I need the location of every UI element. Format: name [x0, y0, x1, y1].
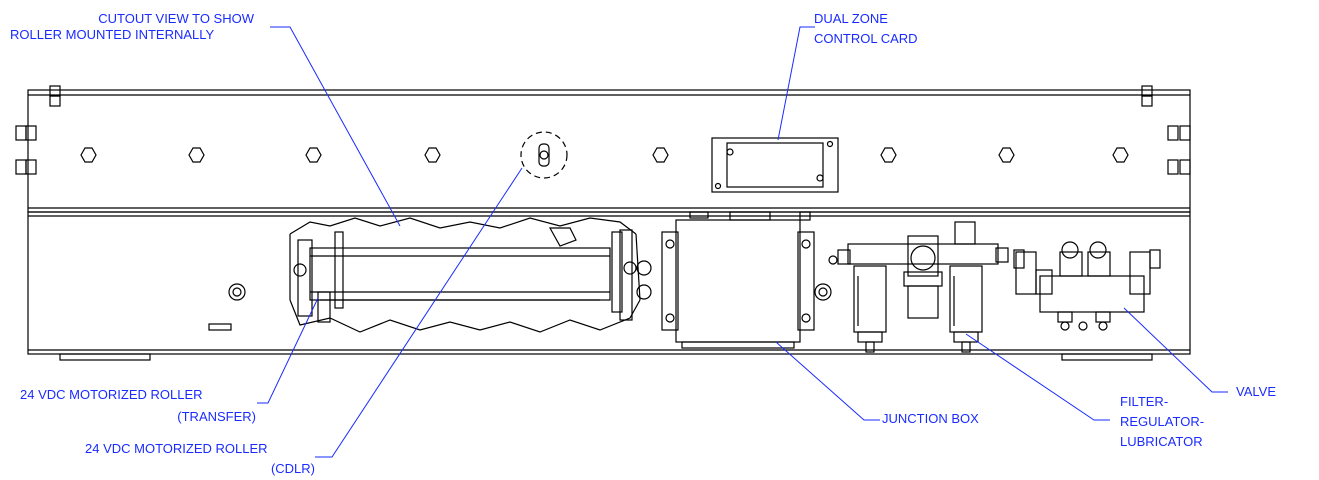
- callout-cutout-line2: ROLLER MOUNTED INTERNALLY: [10, 27, 215, 42]
- leader-roller-transfer: [257, 297, 319, 404]
- callout-frl-line2: REGULATOR-: [1120, 414, 1205, 429]
- leader-junction-box: [775, 341, 880, 421]
- frl-drawing: [837, 221, 1009, 353]
- callout-valve: VALVE: [1236, 384, 1276, 399]
- callout-roller-transfer-line1: 24 VDC MOTORIZED ROLLER: [20, 387, 203, 402]
- grommet-mid: [814, 283, 832, 301]
- slot-left: [208, 323, 232, 331]
- callout-roller-transfer: 24 VDC MOTORIZED ROLLER (TRANSFER): [20, 387, 256, 425]
- callout-roller-transfer-line2: (TRANSFER): [177, 409, 256, 424]
- foot-right: [1061, 353, 1153, 361]
- callout-frl-line3: LUBRICATOR: [1120, 434, 1203, 449]
- callout-roller-cdlr-line1: 24 VDC MOTORIZED ROLLER: [85, 441, 268, 456]
- leader-control-card: [777, 26, 815, 141]
- callout-roller-cdlr-line2: (CDLR): [270, 461, 315, 476]
- leader-frl: [965, 333, 1110, 421]
- callout-junction-box: JUNCTION BOX: [882, 411, 979, 426]
- callout-control-card-line1: DUAL ZONE: [814, 11, 888, 26]
- leader-roller-cdlr: [315, 167, 523, 458]
- leader-cutout: [270, 26, 401, 227]
- roller-cutout: [289, 217, 652, 333]
- callout-frl: FILTER- REGULATOR- LUBRICATOR: [1120, 394, 1204, 450]
- cdlr-shaft-detail: [520, 131, 568, 179]
- foot-left: [59, 353, 151, 361]
- hex-holes: [80, 147, 1129, 163]
- grommet-left: [228, 283, 246, 301]
- bolts: [15, 85, 1191, 175]
- callout-roller-cdlr: 24 VDC MOTORIZED ROLLER (CDLR): [85, 441, 315, 477]
- callout-cutout: CUTOUT VIEW TO SHOW ROLLER MOUNTED INTER…: [10, 11, 266, 43]
- valve-drawing: [1013, 241, 1161, 331]
- callout-cutout-line1: CUTOUT VIEW TO SHOW: [98, 11, 254, 26]
- junction-box-drawing: [661, 211, 815, 349]
- callout-control-card: DUAL ZONE CONTROL CARD: [814, 11, 918, 47]
- frame-lower-panel: [27, 211, 1191, 355]
- leader-lines: [257, 26, 1228, 458]
- callout-control-card-line2: CONTROL CARD: [814, 31, 918, 46]
- leader-valve: [1123, 307, 1228, 393]
- control-card: [711, 137, 839, 193]
- callout-frl-line1: FILTER-: [1120, 394, 1169, 409]
